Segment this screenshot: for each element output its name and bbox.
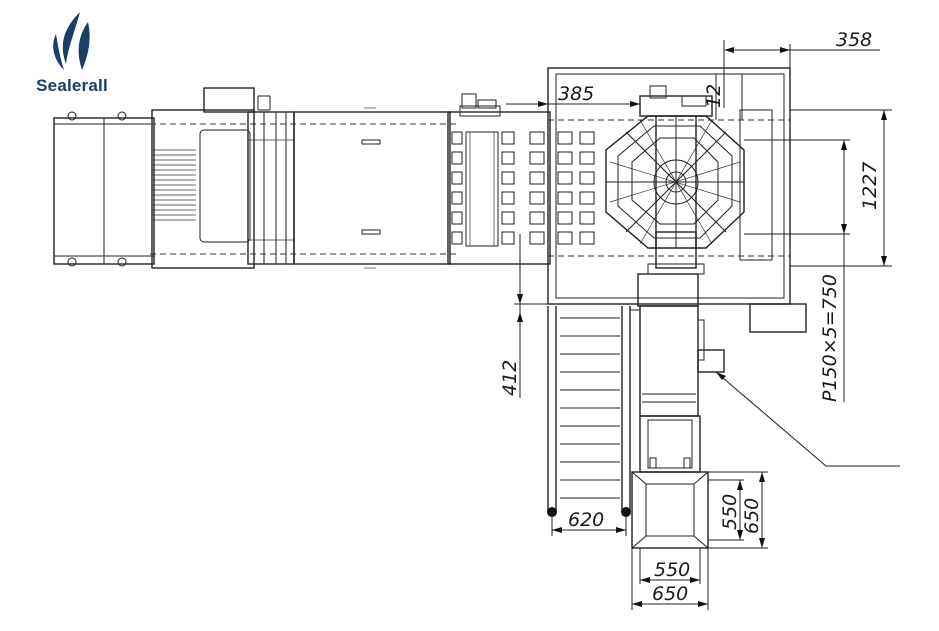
dim-550-vertical: 550	[719, 494, 741, 530]
filling-section	[447, 93, 551, 265]
leaf-flame-icon	[53, 12, 90, 70]
cell-grid	[451, 131, 545, 245]
dim-650-horizontal: 650	[652, 583, 688, 605]
dim-412: 412	[499, 360, 521, 396]
dim-385: 385	[558, 83, 594, 105]
roller-section	[247, 111, 295, 265]
brand-name: Sealerall	[36, 76, 108, 95]
frame-grid	[557, 131, 595, 245]
middle-conveyor	[293, 107, 451, 269]
brand-logo: Sealerall	[22, 8, 122, 100]
forming-station	[150, 87, 460, 269]
infeed-conveyor	[53, 111, 155, 267]
discharge-box	[631, 471, 709, 549]
main-frame	[547, 67, 807, 333]
dim-1227: 1227	[859, 162, 881, 210]
rotary-turret	[605, 85, 745, 275]
dim-550-horizontal: 550	[654, 559, 690, 581]
dim-650-vertical: 650	[741, 498, 763, 534]
vent-grille	[152, 149, 196, 221]
dim-358: 358	[836, 29, 872, 51]
dim-12: 12	[703, 84, 725, 108]
dim-pitch: P150×5=750	[819, 274, 841, 402]
dim-620: 620	[568, 509, 604, 531]
dimension-lines	[506, 40, 900, 610]
ladder-conveyor	[547, 306, 640, 517]
